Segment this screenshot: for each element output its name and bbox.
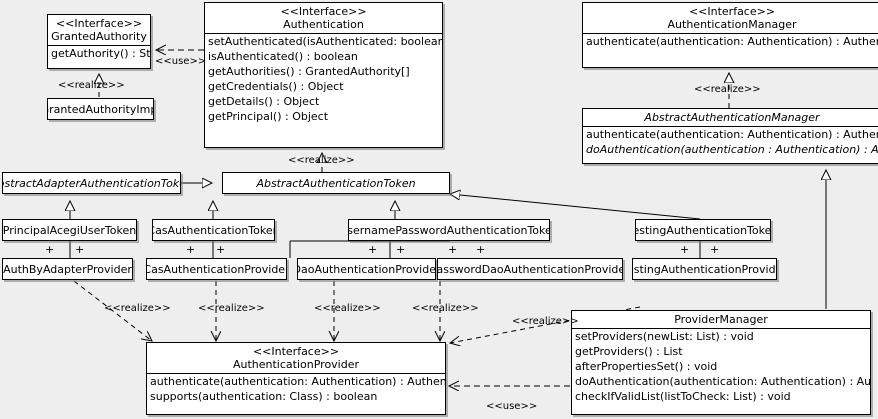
association-plus-mark: +: [396, 243, 406, 256]
class-granted-authority-impl[interactable]: GrantedAuthorityImpl: [47, 98, 154, 120]
class-dao-authentication-provider[interactable]: DaoAuthenticationProvider: [297, 258, 436, 280]
class-password-dao-authentication-provider[interactable]: PasswordDaoAuthenticationProvider: [437, 258, 623, 280]
association-plus-mark: +: [476, 243, 486, 256]
edge-label-realize-abstractauthenticationtoken: <<realize>>: [288, 155, 355, 166]
interface-stereotype-label: <<Interface>>: [55, 17, 143, 30]
method-item: setProviders(newList: List) : void: [575, 330, 754, 343]
class-authentication-manager[interactable]: <<Interface>> AuthenticationManager auth…: [582, 2, 878, 68]
class-cas-authentication-provider[interactable]: CasAuthenticationProvider: [146, 258, 287, 280]
class-abstract-authentication-token[interactable]: AbstractAuthenticationToken: [222, 172, 450, 194]
class-name-label: PasswordDaoAuthenticationProvider: [437, 262, 623, 276]
method-item: authenticate(authentication: Authenticat…: [586, 35, 878, 48]
class-name-label: AbstractAuthenticationToken: [256, 176, 416, 190]
class-name-label: DaoAuthenticationProvider: [297, 262, 436, 276]
edge-label-realize-casauthenticationprovider: <<realize>>: [198, 303, 265, 314]
class-name-label: TestingAuthenticationProvider: [633, 262, 776, 276]
association-plus-mark: +: [45, 243, 55, 256]
edge-label-realize-daoauthenticationprovider: <<realize>>: [314, 303, 381, 314]
method-compartment: getAuthority() : String: [48, 45, 150, 61]
method-compartment: setAuthenticated(isAuthenticated: boolea…: [205, 33, 442, 124]
class-abstract-authentication-manager[interactable]: AbstractAuthenticationManager authentica…: [582, 108, 878, 164]
method-item: getAuthority() : String: [51, 47, 151, 60]
class-principal-acegi-user-token[interactable]: PrincipalAcegiUserToken: [2, 219, 137, 241]
method-item: getPrincipal() : Object: [208, 110, 329, 123]
interface-stereotype-label: <<Interface>>: [280, 5, 367, 18]
method-item: getAuthorities() : GrantedAuthority[]: [208, 65, 410, 78]
method-item: supports(authentication: Class) : boolea…: [150, 390, 378, 403]
edge-label-use-authentication-grantedauthority: <<use>>: [155, 56, 207, 67]
method-compartment: setProviders(newList: List) : void getPr…: [572, 328, 870, 404]
class-name-label: ProviderManager: [674, 313, 768, 326]
class-authentication[interactable]: <<Interface>> Authentication setAuthenti…: [204, 2, 443, 148]
method-item: afterPropertiesSet() : void: [575, 360, 718, 373]
class-name-label: AuthByAdapterProvider: [3, 262, 132, 276]
association-plus-mark: +: [680, 243, 690, 256]
class-authentication-provider[interactable]: <<Interface>> AuthenticationProvider aut…: [146, 342, 446, 415]
association-plus-mark: +: [216, 243, 226, 256]
class-header: ProviderManager: [572, 311, 870, 328]
interface-stereotype-label: <<Interface>>: [688, 5, 776, 18]
class-name-label: AbstractAuthenticationManager: [644, 111, 820, 124]
method-item: doAuthentication(authentication : Authen…: [586, 143, 878, 156]
class-granted-authority[interactable]: <<Interface>> GrantedAuthority getAuthor…: [47, 14, 151, 69]
class-username-password-authentication-token[interactable]: UsernamePasswordAuthenticationToken: [348, 219, 550, 241]
method-compartment: authenticate(authentication: Authenticat…: [147, 373, 445, 404]
class-name-label: UsernamePasswordAuthenticationToken: [348, 223, 550, 237]
edge-label-use-providermanager-authenticationprovider: <<use>>: [486, 401, 538, 412]
class-name-label: CasAuthenticationToken: [152, 223, 275, 237]
class-name-label: Authentication: [283, 18, 364, 31]
class-testing-authentication-provider[interactable]: TestingAuthenticationProvider: [632, 258, 777, 280]
edge-label-realize-providermanager: <<realize>>: [512, 316, 579, 327]
class-name-label: GrantedAuthority: [51, 30, 147, 43]
class-auth-by-adapter-provider[interactable]: AuthByAdapterProvider: [2, 258, 133, 280]
class-testing-authentication-token[interactable]: TestingAuthenticationToken: [635, 219, 771, 241]
class-name-label: AuthenticationManager: [667, 18, 797, 31]
class-provider-manager[interactable]: ProviderManager setProviders(newList: Li…: [571, 310, 871, 415]
method-item: isAuthenticated() : boolean: [208, 50, 358, 63]
class-name-label: AuthenticationProvider: [232, 358, 360, 371]
class-header: <<Interface>> AuthenticationManager: [583, 3, 878, 33]
class-abstract-adapter-authentication-token[interactable]: AbstractAdapterAuthenticationToken: [2, 172, 181, 194]
class-name-label: TestingAuthenticationToken: [635, 223, 771, 237]
method-item: authenticate(authentication: Authenticat…: [586, 128, 878, 141]
method-compartment: authenticate(authentication: Authenticat…: [583, 126, 878, 157]
interface-stereotype-label: <<Interface>>: [252, 345, 340, 358]
method-item: setAuthenticated(isAuthenticated: boolea…: [208, 35, 442, 48]
class-header: <<Interface>> GrantedAuthority: [48, 15, 150, 45]
association-plus-mark: +: [710, 243, 720, 256]
class-name-label: GrantedAuthorityImpl: [47, 102, 153, 116]
association-plus-mark: +: [448, 243, 458, 256]
edge-label-realize-authbyadapterprovider: <<realize>>: [104, 303, 171, 314]
class-name-label: CasAuthenticationProvider: [146, 262, 287, 276]
edge-label-realize-passworddaoauthenticationprovider: <<realize>>: [412, 303, 479, 314]
class-name-label: PrincipalAcegiUserToken: [2, 223, 137, 237]
method-compartment: authenticate(authentication: Authenticat…: [583, 33, 878, 49]
class-header: AbstractAuthenticationManager: [583, 109, 878, 126]
class-name-label: AbstractAdapterAuthenticationToken: [3, 176, 180, 190]
class-cas-authentication-token[interactable]: CasAuthenticationToken: [152, 219, 275, 241]
edge-label-realize-abstractauthenticationmanager: <<realize>>: [694, 84, 761, 95]
method-item: getProviders() : List: [575, 345, 683, 358]
method-item: doAuthentication(authentication: Authent…: [575, 375, 871, 388]
association-plus-mark: +: [75, 243, 85, 256]
class-header: <<Interface>> Authentication: [205, 3, 442, 33]
method-item: getDetails() : Object: [208, 95, 320, 108]
class-header: <<Interface>> AuthenticationProvider: [147, 343, 445, 373]
method-item: checkIfValidList(listToCheck: List) : vo…: [575, 390, 791, 403]
method-item: getCredentials() : Object: [208, 80, 344, 93]
method-item: authenticate(authentication: Authenticat…: [150, 375, 445, 388]
association-plus-mark: +: [368, 243, 378, 256]
association-plus-mark: +: [186, 243, 196, 256]
edge-label-realize-grantedauthorityimpl: <<realize>>: [58, 80, 125, 91]
